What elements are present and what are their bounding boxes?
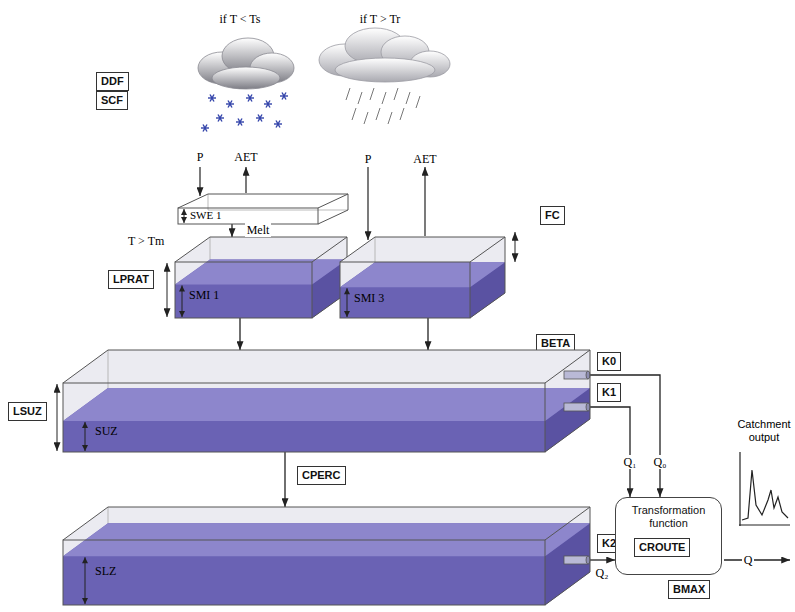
parameter-box: LPRAT <box>108 270 154 289</box>
tank-illustration <box>175 237 347 318</box>
annotation-label: if T > Tr <box>360 12 401 26</box>
annotation-label: P <box>197 150 204 164</box>
hydrograph <box>739 452 790 526</box>
soil-store: SMI 1 <box>175 237 347 318</box>
flow-label: Q₂ <box>594 566 611 580</box>
flow-connector <box>590 559 615 560</box>
tank-illustration <box>63 350 590 452</box>
upper-zone-store: SUZ <box>63 350 590 452</box>
parameter-box: SCF <box>96 91 128 110</box>
parameter-box: FC <box>540 206 565 225</box>
flow-label: Melt <box>245 223 272 237</box>
annotation-label: P <box>365 152 372 166</box>
snow-store: SWE 1 <box>178 194 348 224</box>
snow-cloud <box>198 38 294 89</box>
parameter-box: BMAX <box>668 580 710 599</box>
flow-connector <box>231 224 232 237</box>
storage-label: SLZ <box>95 565 116 578</box>
storage-label: SUZ <box>95 425 118 438</box>
parameter-label: LSUZ <box>13 405 42 418</box>
parameter-label: CROUTE <box>639 541 685 554</box>
annotation-label: Q <box>742 553 755 567</box>
parameter-label: FC <box>545 209 560 222</box>
parameter-box: K0 <box>597 352 621 371</box>
parameter-box: CROUTE <box>634 538 690 557</box>
tank-illustration <box>63 507 590 605</box>
storage-label: SWE 1 <box>190 209 221 221</box>
soil-store: SMI 3 <box>340 237 505 318</box>
parameter-label: K0 <box>602 355 616 368</box>
snowflakes <box>201 93 288 132</box>
transformation-box: Transformation functionCROUTE <box>615 497 722 575</box>
annotation-label: Catchment output <box>736 418 792 444</box>
flow-connector <box>239 318 240 350</box>
parameter-label: K1 <box>602 386 616 399</box>
parameter-label: K2 <box>602 537 616 550</box>
storage-label: SMI 1 <box>189 289 219 302</box>
flow-connector <box>284 452 285 507</box>
parameter-box: LSUZ <box>8 402 47 421</box>
parameter-label: BETA <box>541 337 570 350</box>
flow-connector <box>590 407 630 497</box>
output-arrow <box>724 559 790 560</box>
function-label: Transformation function <box>622 504 715 530</box>
parameter-label: DDF <box>101 75 124 88</box>
annotation-label: T > Tm <box>128 234 164 248</box>
rain <box>346 88 420 124</box>
lower-zone-store: SLZ <box>63 507 590 605</box>
parameter-box: DDF <box>96 72 129 91</box>
annotation-label: AET <box>234 150 257 164</box>
annotation-label: AET <box>413 152 436 166</box>
tank-illustration <box>340 237 505 318</box>
rain-cloud <box>319 28 450 82</box>
flow-connector <box>427 318 428 350</box>
parameter-box: K1 <box>597 383 621 402</box>
storage-label: SMI 3 <box>354 292 384 305</box>
flow-label: Q₁ <box>622 455 639 469</box>
parameter-label: LPRAT <box>113 273 149 286</box>
parameter-label: BMAX <box>673 583 705 596</box>
annotation-label: if T < Ts <box>220 12 261 26</box>
flow-connector <box>590 375 660 497</box>
flow-label: Q₀ <box>652 455 669 469</box>
parameter-label: CPERC <box>302 469 341 482</box>
parameter-box: CPERC <box>297 466 346 485</box>
parameter-label: SCF <box>101 94 123 107</box>
